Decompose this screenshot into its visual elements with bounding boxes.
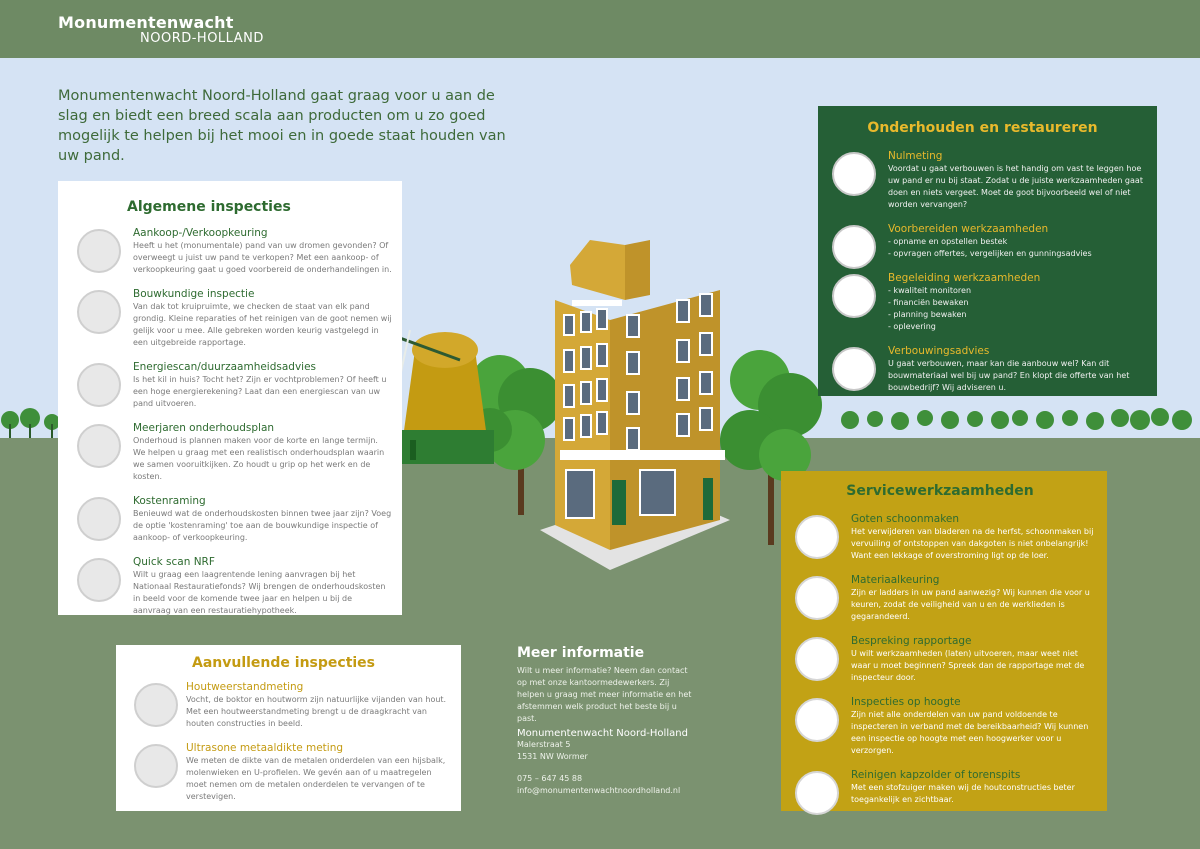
item-text: Vocht, de boktor en houtworm zijn natuur…: [186, 695, 447, 728]
item-text: U gaat verbouwen, maar kan die aanbouw w…: [888, 359, 1130, 392]
contact-text: Wilt u meer informatie? Neem dan contact…: [517, 666, 692, 723]
item-title: Reinigen kapzolder of torenspits: [851, 769, 1021, 781]
item-title: Meerjaren onderhoudsplan: [133, 422, 275, 434]
item-title: Voorbereiden werkzaamheden: [888, 223, 1049, 235]
list-item: Meerjaren onderhoudsplan Onderhoud is pl…: [63, 422, 392, 483]
tree-row-right-icon: [841, 408, 1192, 430]
nrf-building-icon: [77, 558, 121, 602]
list-item: Energiescan/duurzaamheidsadvies Is het k…: [63, 361, 392, 410]
contact-phone[interactable]: 075 – 647 45 88: [517, 774, 583, 783]
aerial-lift-icon: [795, 698, 839, 742]
panel-title: Aanvullende inspecties: [191, 655, 376, 671]
speech-bubbles-icon: [795, 637, 839, 681]
item-text: Van dak tot kruipruimte, we checken de s…: [133, 302, 392, 347]
item-text: Het verwijderen van bladeren na de herfs…: [851, 527, 1094, 560]
leaf-plug-icon: [77, 363, 121, 407]
year-plan-icon: [77, 424, 121, 468]
list-item: Inspecties op hoogte Zijn niet alle onde…: [781, 696, 1099, 757]
list-item: Goten schoonmaken Het verwijderen van bl…: [781, 513, 1099, 562]
logo-main-text: Monumentenwacht: [58, 13, 234, 32]
tree-right-icon: [720, 350, 822, 545]
item-text: Met een stofzuiger maken wij de houtcons…: [851, 783, 1075, 804]
item-title: Energiescan/duurzaamheidsadvies: [133, 361, 317, 373]
ladder-check-icon: [795, 576, 839, 620]
tree-row-left-icon: [1, 408, 60, 438]
item-title: Ultrasone metaaldikte meting: [186, 742, 344, 754]
wood-block-icon: [134, 683, 178, 727]
item-title: Inspecties op hoogte: [851, 696, 961, 708]
list-item: Quick scan NRF Wilt u graag een laagrent…: [63, 556, 392, 617]
item-title: Quick scan NRF: [133, 556, 215, 568]
list-item: Materiaalkeuring Zijn er ladders in uw p…: [781, 574, 1099, 623]
contact-title: Meer informatie: [517, 645, 645, 661]
item-title: Houtweerstandmeting: [186, 681, 304, 693]
list-item: Nulmeting Voordat u gaat verbouwen is he…: [818, 150, 1147, 211]
item-title: Materiaalkeuring: [851, 574, 940, 586]
item-title: Kostenraming: [133, 495, 206, 507]
inspection-tools-icon: [77, 290, 121, 334]
panel-aanvullende-inspecties: Aanvullende inspecties Houtweerstandmeti…: [116, 645, 461, 811]
logo-sub-text: NOORD-HOLLAND: [140, 31, 264, 46]
panel-title: Servicewerkzaamheden: [846, 483, 1034, 499]
list-item: Bouwkundige inspectie Van dak tot kruipr…: [63, 288, 392, 349]
item-title: Aankoop-/Verkoopkeuring: [133, 227, 268, 239]
metal-beam-icon: [134, 744, 178, 788]
list-item: Ultrasone metaaldikte meting We meten de…: [116, 742, 451, 803]
contact-org: Monumentenwacht Noord-Holland: [517, 728, 688, 739]
item-title: Nulmeting: [888, 150, 943, 162]
item-text: - kwaliteit monitoren - financiën bewake…: [888, 286, 972, 331]
contact-city: 1531 NW Wormer: [517, 752, 588, 761]
item-text: - opname en opstellen bestek - opvragen …: [888, 237, 1092, 258]
list-item: Begeleiding werkzaamheden - kwaliteit mo…: [818, 272, 1147, 333]
list-item: Verbouwingsadvies U gaat verbouwen, maar…: [818, 345, 1147, 394]
list-item: Kostenraming Benieuwd wat de onderhoudsk…: [63, 495, 392, 544]
list-item: Houtweerstandmeting Vocht, de boktor en …: [116, 681, 451, 730]
item-title: Begeleiding werkzaamheden: [888, 272, 1041, 284]
contact-section: Meer informatie Wilt u meer informatie? …: [517, 645, 697, 797]
item-text: Zijn er ladders in uw pand aanwezig? Wij…: [851, 588, 1090, 621]
for-sale-sign-icon: [77, 229, 121, 273]
item-text: Wilt u graag een laagrentende lening aan…: [133, 570, 386, 615]
panel-title: Algemene inspecties: [127, 199, 291, 215]
item-text: Voordat u gaat verbouwen is het handig o…: [888, 164, 1143, 209]
list-item: Bespreking rapportage U wilt werkzaamhed…: [781, 635, 1099, 684]
supervision-icon: [832, 274, 876, 318]
panel-onderhouden-restaureren: Onderhouden en restaureren Nulmeting Voo…: [818, 106, 1157, 396]
item-title: Goten schoonmaken: [851, 513, 960, 525]
gutter-leaves-icon: [795, 515, 839, 559]
panel-title: Onderhouden en restaureren: [867, 120, 1098, 136]
monument-building-icon: [540, 240, 730, 570]
item-text: Is het kil in huis? Tocht het? Zijn er v…: [133, 375, 387, 408]
question-info-icon: [832, 347, 876, 391]
item-text: U wilt werkzaamheden (laten) uitvoeren, …: [851, 649, 1085, 682]
contact-street: Malerstraat 5: [517, 740, 571, 749]
item-title: Verbouwingsadvies: [888, 345, 990, 357]
cost-estimate-icon: [77, 497, 121, 541]
intro-text: Monumentenwacht Noord-Holland gaat graag…: [58, 88, 506, 164]
list-item: Voorbereiden werkzaamheden - opname en o…: [818, 223, 1147, 269]
measure-tools-icon: [832, 152, 876, 196]
panel-servicewerkzaamheden: Servicewerkzaamheden Goten schoonmaken H…: [781, 471, 1107, 815]
panel-algemene-inspecties: Algemene inspecties Aankoop-/Verkoopkeur…: [58, 181, 402, 615]
contact-email-link[interactable]: info@monumentenwachtnoordholland.nl: [517, 786, 681, 795]
list-item: Aankoop-/Verkoopkeuring Heeft u het (mon…: [63, 227, 392, 276]
document-euro-icon: [832, 225, 876, 269]
item-text: Heeft u het (monumentale) pand van uw dr…: [133, 241, 392, 274]
item-text: Zijn niet alle onderdelen van uw pand vo…: [851, 710, 1089, 755]
item-text: We meten de dikte van de metalen onderde…: [186, 756, 446, 801]
item-text: Onderhoud is plannen maken voor de korte…: [133, 436, 385, 481]
logo[interactable]: Monumentenwacht NOORD-HOLLAND: [58, 14, 264, 46]
item-text: Benieuwd wat de onderhoudskosten binnen …: [133, 509, 392, 542]
item-title: Bespreking rapportage: [851, 635, 972, 647]
header-bar: Monumentenwacht NOORD-HOLLAND: [0, 0, 1200, 58]
vacuum-attic-icon: [795, 771, 839, 815]
list-item: Reinigen kapzolder of torenspits Met een…: [781, 769, 1099, 815]
item-title: Bouwkundige inspectie: [133, 288, 255, 300]
